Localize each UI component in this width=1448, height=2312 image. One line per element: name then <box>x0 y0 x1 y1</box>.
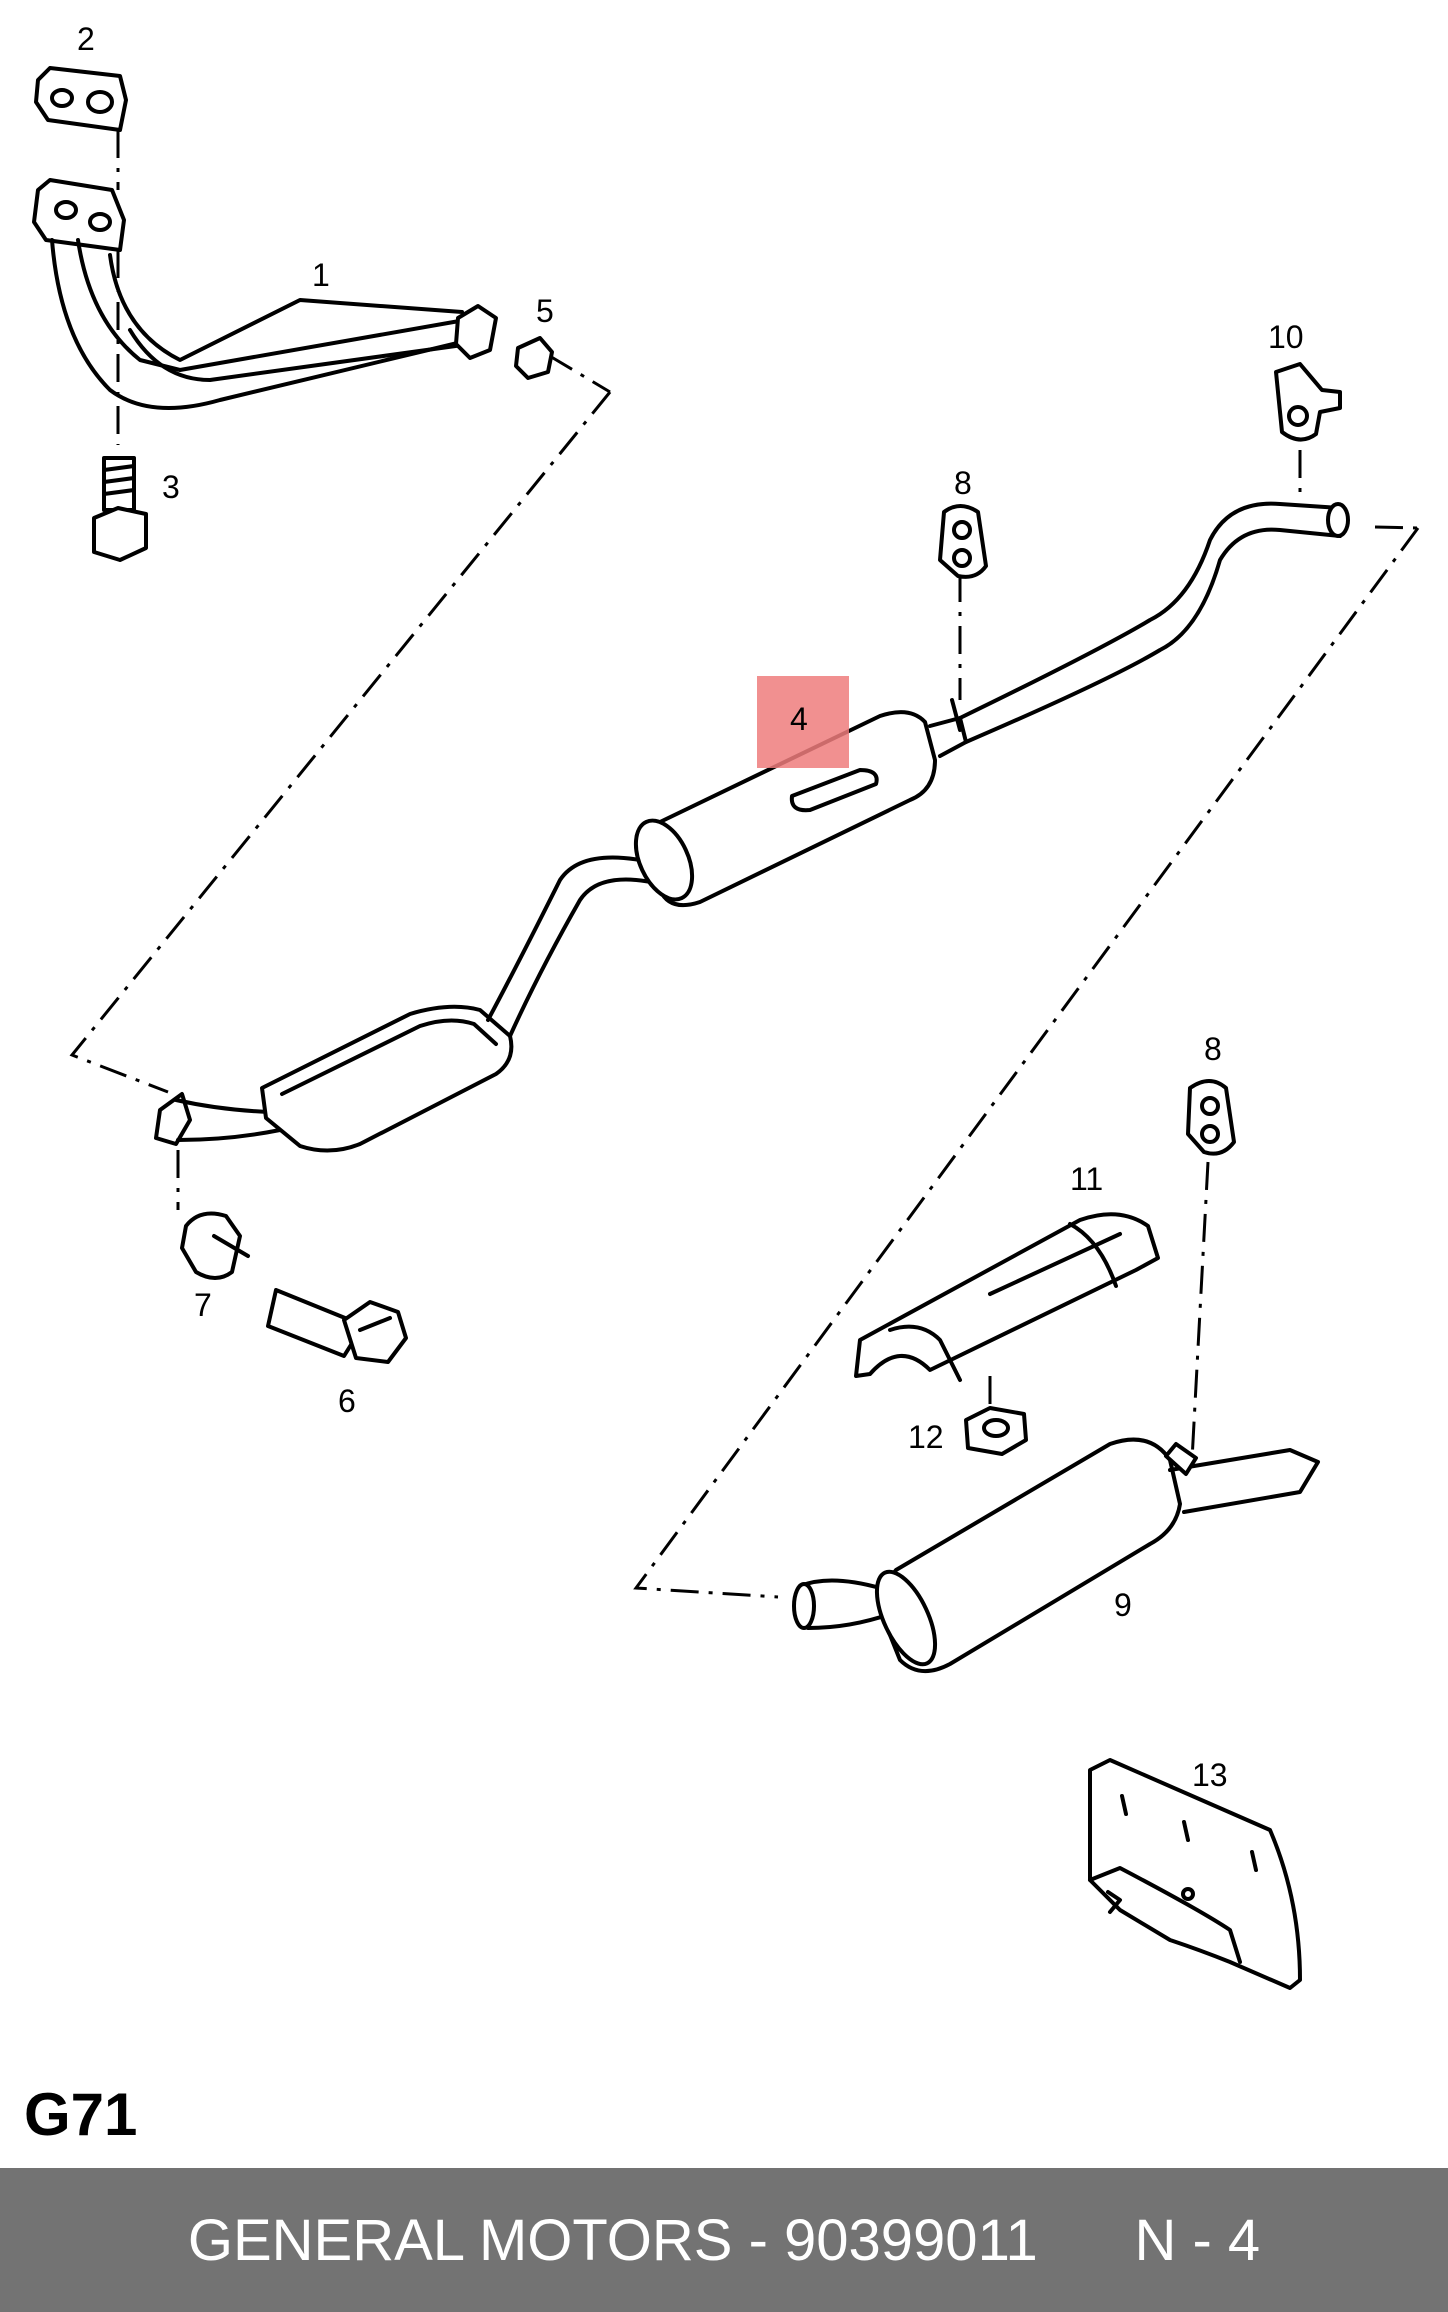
diagram-page-code: G71 <box>24 2081 138 2148</box>
part-5-sleeve <box>514 336 554 380</box>
part-12-nut <box>964 1376 1028 1456</box>
callout-4: 4 <box>790 701 808 737</box>
part-10-hanger-bracket <box>1274 362 1342 494</box>
callout-2: 2 <box>77 21 95 57</box>
part-6-bolt <box>266 1288 408 1364</box>
callout-10: 10 <box>1268 319 1304 355</box>
part-1-front-pipe <box>32 178 498 445</box>
callout-5: 5 <box>536 293 554 329</box>
callout-12: 12 <box>908 1419 944 1455</box>
part-2-gasket <box>34 66 128 190</box>
part-8-hanger-upper <box>938 504 988 579</box>
callout-9: 9 <box>1114 1587 1132 1623</box>
part-11-heat-shield <box>854 1212 1160 1382</box>
callout-13: 13 <box>1192 1757 1228 1793</box>
exhaust-system-diagram: 1 2 3 4 5 6 7 8 8 9 10 11 12 13 <box>32 21 1420 1990</box>
callout-1: 1 <box>312 257 330 293</box>
part-13-heat-shield-bracket <box>1088 1758 1302 1990</box>
callout-labels: 1 2 3 4 5 6 7 8 8 9 10 11 12 13 <box>77 21 1304 1793</box>
part-7-grommet <box>176 1150 250 1280</box>
highlight-marker <box>757 676 849 768</box>
callout-11: 11 <box>1070 1161 1103 1197</box>
part-info-footer: GENERAL MOTORS - 90399011 N - 4 <box>0 2168 1448 2312</box>
callout-7: 7 <box>194 1287 212 1323</box>
callout-3: 3 <box>162 469 180 505</box>
part-3-bolt <box>92 456 148 562</box>
part-9-rear-silencer <box>792 1437 1320 1673</box>
assembly-boundary-lines <box>69 353 1420 1599</box>
part-8-hanger-lower <box>1186 1079 1236 1461</box>
footer-part-number-text: GENERAL MOTORS - 90399011 N - 4 <box>187 2207 1261 2273</box>
callout-8-lower: 8 <box>1204 1031 1222 1067</box>
callout-8-upper: 8 <box>954 465 972 501</box>
callout-6: 6 <box>338 1383 356 1419</box>
part-4-center-exhaust <box>154 501 1350 1153</box>
